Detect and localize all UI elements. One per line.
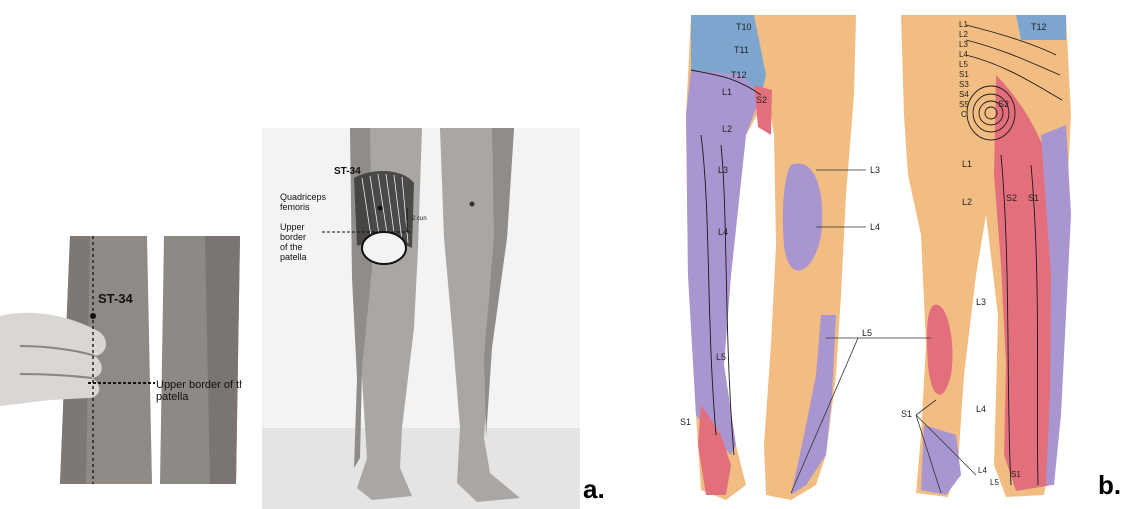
patella-label-3: of the xyxy=(280,242,303,252)
derm-front-t12: T12 xyxy=(731,70,747,80)
derm-back-l1: L1 xyxy=(962,159,972,169)
derm-back-l4-bottom: L4 xyxy=(978,466,987,475)
quadriceps-label-2: femoris xyxy=(280,202,310,212)
derm-back-l2: L2 xyxy=(962,197,972,207)
derm-back-s1-bottom: S1 xyxy=(1011,470,1021,479)
derm-front-s1: S1 xyxy=(680,417,691,427)
thumb-border-label-1: Upper border of the xyxy=(156,379,242,391)
patella-label-1: Upper xyxy=(280,222,305,232)
thumb-measurement-photo: ST-34 Upper border of the patella xyxy=(0,236,242,484)
derm-back-c: C xyxy=(961,110,967,119)
derm-front-callout-l3: L3 xyxy=(870,165,880,175)
derm-back-s4: S4 xyxy=(959,90,969,99)
derm-front-t11: T11 xyxy=(734,45,749,55)
derm-front-t10: T10 xyxy=(736,22,752,32)
derm-back-l4-top: L4 xyxy=(959,50,968,59)
derm-back-l4: L4 xyxy=(976,404,986,414)
figure-label-b: b. xyxy=(1098,470,1121,501)
derm-back-l3-top: L3 xyxy=(959,40,968,49)
dermatome-illustration: T10 T11 T12 L1 L2 L3 L4 L5 S1 S2 L3 L4 L… xyxy=(676,15,1086,504)
thumb-border-label-2: patella xyxy=(156,391,189,403)
derm-back-t12: T12 xyxy=(1031,22,1047,32)
derm-back-s2-upper: S2 xyxy=(998,99,1009,109)
derm-back-l5-bottom: L5 xyxy=(990,478,999,487)
derm-back-l3: L3 xyxy=(976,297,986,307)
derm-front-s2: S2 xyxy=(756,95,767,105)
derm-back-l2-top: L2 xyxy=(959,30,968,39)
derm-front-l3: L3 xyxy=(718,165,728,175)
derm-back-s1-top: S1 xyxy=(959,70,969,79)
derm-back-s1-left: S1 xyxy=(901,409,912,419)
derm-back-s5: S5 xyxy=(959,100,969,109)
derm-back-s3: S3 xyxy=(959,80,969,89)
derm-back-l5-top: L5 xyxy=(959,60,968,69)
quadriceps-label-1: Quadriceps xyxy=(280,192,327,202)
derm-front-l5: L5 xyxy=(716,352,726,362)
cun-distance-label: 2 cun xyxy=(412,216,427,222)
figure-label-a: a. xyxy=(583,474,605,505)
derm-front-callout-l5: L5 xyxy=(862,328,872,338)
derm-front-l2: L2 xyxy=(722,124,732,134)
derm-back-s1-mid: S1 xyxy=(1028,193,1039,203)
derm-back-s2-lower: S2 xyxy=(1006,193,1017,203)
patella-label-2: border xyxy=(280,232,306,242)
legs-standing-photo: ST-34 Quadriceps femoris 2 cun Upper bor… xyxy=(262,128,580,509)
derm-back-l1-top: L1 xyxy=(959,20,968,29)
derm-front-l1: L1 xyxy=(722,87,732,97)
derm-front-callout-l4: L4 xyxy=(870,222,880,232)
derm-front-l4: L4 xyxy=(718,227,728,237)
legs-st34-label: ST-34 xyxy=(334,166,361,177)
thumb-st34-label: ST-34 xyxy=(98,291,133,306)
patella-label-4: patella xyxy=(280,252,307,262)
